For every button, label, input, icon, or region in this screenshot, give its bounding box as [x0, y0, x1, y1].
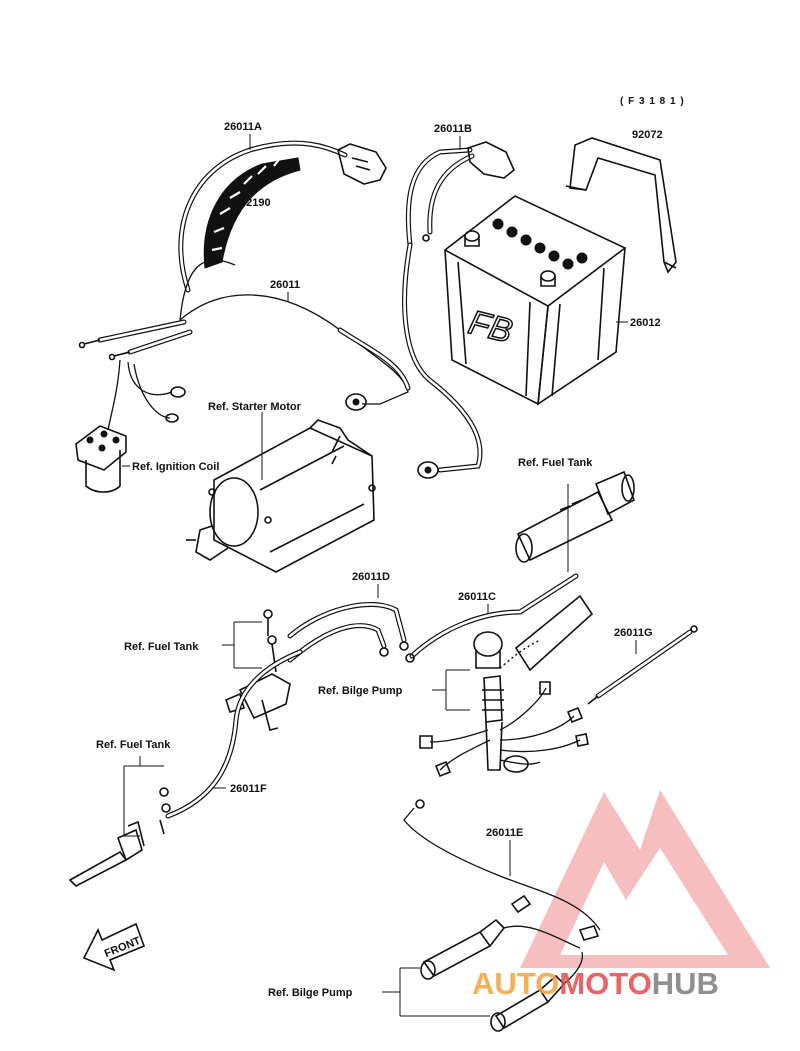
- bilge-pump-sensors: [420, 918, 584, 1032]
- fuel-tank-fitting: [515, 470, 635, 563]
- fuel-valve-low: [68, 787, 171, 887]
- label-ref-fuel-tank-top: Ref. Fuel Tank: [518, 457, 593, 469]
- callout-labels: 26011A 26011B 92072 92190 26011 26012 Re…: [96, 121, 663, 999]
- label-26012: 26012: [630, 317, 661, 329]
- label-ref-bilge-pump-mid: Ref. Bilge Pump: [318, 685, 403, 697]
- label-26011B: 26011B: [434, 123, 472, 135]
- label-ref-fuel-tank-low: Ref. Fuel Tank: [96, 739, 171, 751]
- label-26011C: 26011C: [458, 591, 496, 603]
- front-label: FRONT: [103, 935, 143, 960]
- wire-26011C: [405, 573, 579, 663]
- label-ref-ignition-coil: Ref. Ignition Coil: [132, 461, 219, 473]
- battery-cable-26011B: [402, 141, 515, 479]
- battery-logo: FB: [465, 303, 516, 350]
- ignition-coil: [75, 425, 127, 493]
- figure-code: ( F 3 1 8 1 ): [620, 96, 685, 107]
- label-92190: 92190: [240, 197, 271, 209]
- watermark-auto: AUTO: [472, 966, 559, 1001]
- fuel-valve-mid: [225, 609, 291, 731]
- label-ref-bilge-pump-low: Ref. Bilge Pump: [268, 987, 353, 999]
- battery-26012: FB: [443, 195, 627, 406]
- label-26011G: 26011G: [614, 627, 653, 639]
- wire-26011G: [587, 625, 698, 705]
- wire-26011E: [403, 799, 601, 941]
- label-ref-fuel-tank-mid: Ref. Fuel Tank: [124, 641, 199, 653]
- wire-26011D: [287, 602, 409, 663]
- watermark-text: AUTOMOTOHUB: [472, 966, 719, 1001]
- battery-cell-caps: [492, 218, 588, 270]
- watermark-moto: MOTO: [559, 966, 651, 1001]
- front-direction-arrow: FRONT: [82, 922, 146, 972]
- label-ref-starter-motor: Ref. Starter Motor: [208, 401, 302, 413]
- svg-text:AUTOMOTOHUB: AUTOMOTOHUB: [472, 966, 719, 1001]
- label-26011: 26011: [270, 279, 300, 291]
- bilge-pump-switch: [419, 594, 594, 778]
- watermark-logo: [520, 790, 770, 968]
- sleeve-92190: [203, 157, 301, 269]
- wire-26011F: [165, 649, 303, 819]
- main-harness-26011: [78, 259, 411, 431]
- label-26011D: 26011D: [352, 571, 390, 583]
- label-26011E: 26011E: [486, 827, 523, 839]
- starter-motor: [186, 419, 376, 573]
- label-26011A: 26011A: [224, 121, 262, 133]
- watermark-hub: HUB: [652, 966, 719, 1001]
- label-92072: 92072: [632, 129, 663, 141]
- wire-harness-26011A: [178, 140, 387, 293]
- battery-strap-92072: [565, 137, 677, 274]
- label-26011F: 26011F: [230, 783, 267, 795]
